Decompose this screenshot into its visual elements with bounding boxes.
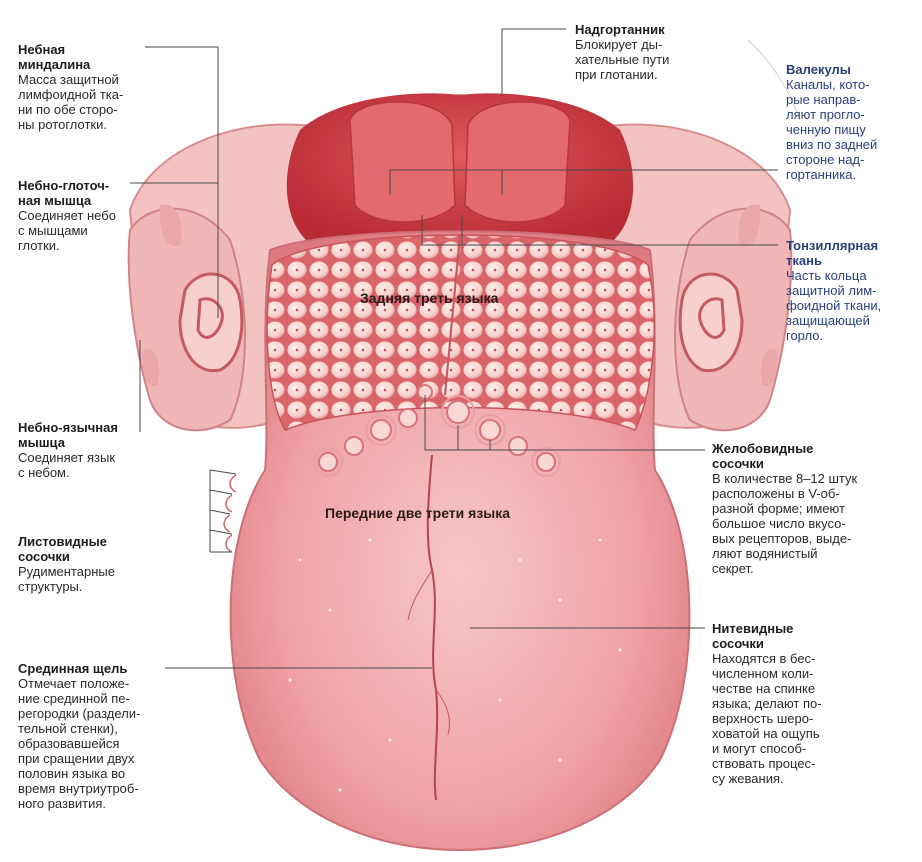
throat [287, 93, 633, 250]
label-valleculae: Валекулы Каналы, кото-рые направ-ляют пр… [786, 62, 877, 182]
posterior-third-label: Задняя треть языка [360, 290, 498, 306]
anterior-two-thirds-label: Передние две трети языка [325, 505, 510, 521]
label-median-sulcus: Срединная щель Отмечает положе-ние среди… [18, 661, 140, 811]
label-epiglottis: Надгортанник Блокирует ды-хательные пути… [575, 22, 669, 82]
epiglottis-shape [350, 102, 455, 222]
right-tonsil [680, 274, 742, 371]
left-tonsil [180, 274, 242, 371]
